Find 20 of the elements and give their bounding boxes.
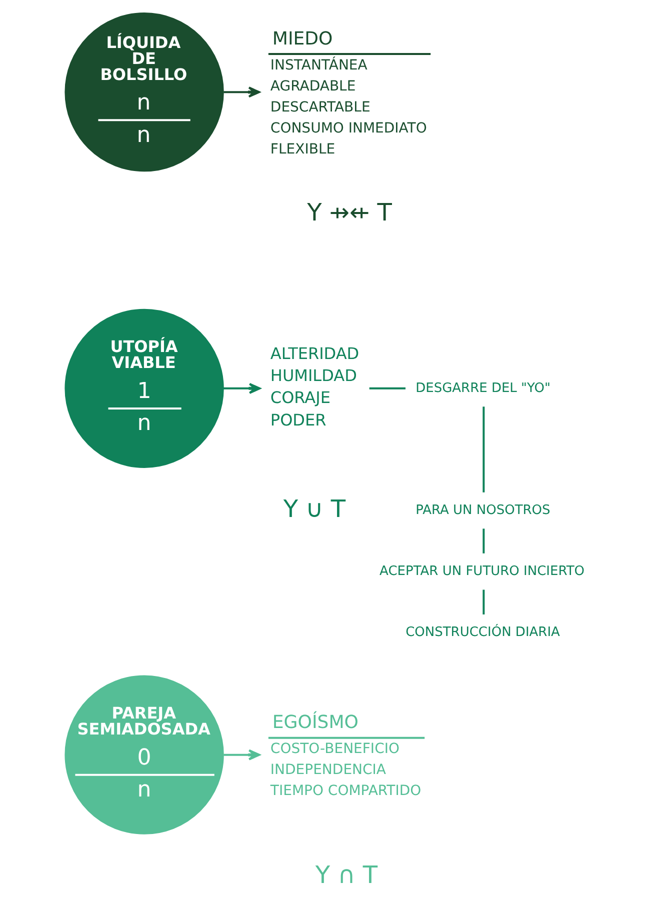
node-text: DESGARRE DEL "YO" [415,380,550,396]
arrow [223,748,260,760]
node-circle: UTOPÍA VIABLE 1 n [64,308,224,468]
connector [482,528,484,553]
connector [368,386,406,389]
arrow [223,86,260,98]
connector [482,406,484,492]
node-text: ALTERIDAD HUMILDAD CORAJE PODER [270,344,359,429]
node-text: EGOÍSMO COSTO-BENEFICIO INDEPENDENCIA TIEMPO COMPARTIDO [270,712,421,799]
node-circle: PAREJA SEMIADOSADA 0 n [64,674,224,834]
connector [482,589,484,614]
node-text: MIEDO INSTANTÁNEA AGRADABLE DESCARTABLE CONSUMO INMEDIATO FLEXIBLE [270,28,426,157]
node-text: CONSTRUCCIÓN DIARIA [405,624,560,640]
node-text: PARA UN NOSOTROS [415,502,550,518]
node-circle: LÍQUIDA DE BOLSILLO n n [64,12,224,172]
label: Y ∩ T [314,860,378,889]
arrow [222,382,260,394]
label: Y ∪ T [282,494,346,522]
node-text: ACEPTAR UN FUTURO INCIERTO [379,564,584,579]
label: Y ⇸⇷ T [306,198,392,226]
